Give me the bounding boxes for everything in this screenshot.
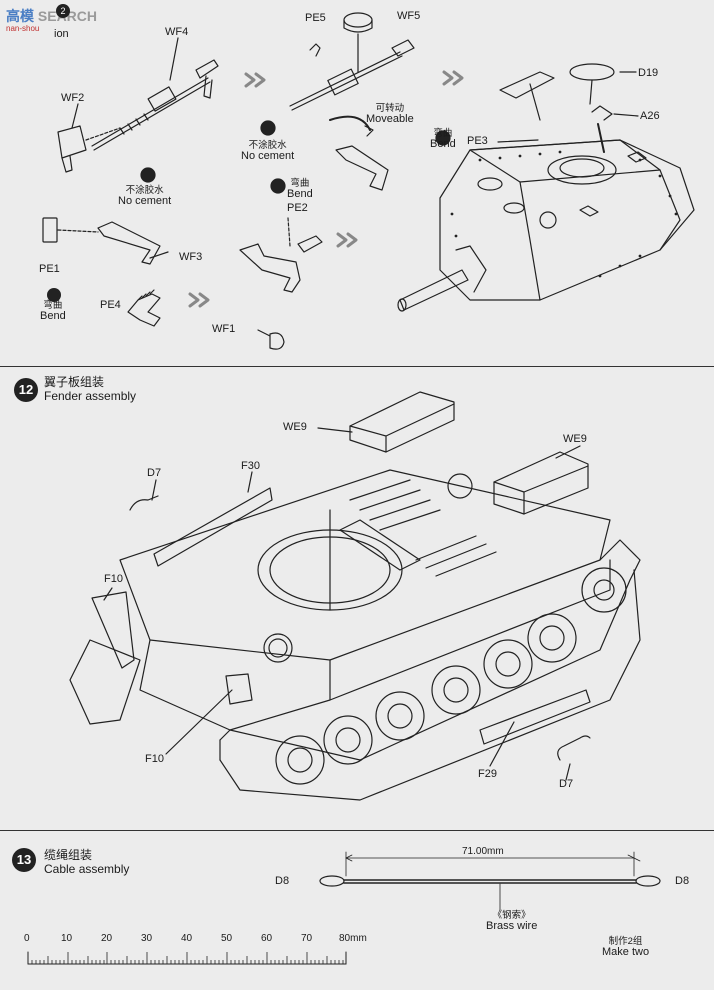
step-badge-top: 2 <box>56 4 70 18</box>
section-divider-1 <box>0 366 714 367</box>
ruler-label-30: 30 <box>141 933 153 944</box>
bend-note-pe2: 弯曲 Bend <box>287 178 313 200</box>
no-cement-note-2: 不涂胶水 No cement <box>241 140 295 162</box>
ruler-label-70: 70 <box>301 933 313 944</box>
bend-note-pe3: 弯曲 Bend <box>430 128 456 150</box>
make-two-note: 制作2组 Make two <box>602 936 650 958</box>
brass-wire-label: 《钢索》 Brass wire <box>486 910 538 932</box>
step-title-13: 缆绳组装 Cable assembly <box>44 848 130 876</box>
cable-length-label: 71.00mm <box>462 846 504 857</box>
ruler-label-60: 60 <box>261 933 273 944</box>
part-label-wf1: WF1 <box>212 323 236 335</box>
bend-note-pe4: 弯曲 Bend <box>40 300 66 322</box>
part-label-a26: A26 <box>640 110 660 122</box>
ruler-label-50: 50 <box>221 933 233 944</box>
step-number-12: 12 <box>14 378 38 402</box>
part-label-d8-left: D8 <box>275 875 290 887</box>
part-label-we9-right: WE9 <box>563 433 587 445</box>
wf5-gun-drawing <box>289 12 415 191</box>
part-label-d7-bottom: D7 <box>559 778 574 790</box>
turret-drawing <box>397 63 695 312</box>
part-label-f30: F30 <box>241 460 260 472</box>
moveable-note: 可转动 Moveable <box>366 103 414 125</box>
watermark-logo: 高模 SEARCH nan-shou <box>6 8 97 33</box>
part-label-d8-right: D8 <box>675 875 690 887</box>
no-cement-note: 不涂胶水 No cement <box>118 185 172 207</box>
ruler-label-80mm: 80mm <box>339 933 367 944</box>
part-label-wf3: WF3 <box>179 251 203 263</box>
part-label-f29: F29 <box>478 768 497 780</box>
step-number-13: 13 <box>12 848 36 872</box>
part-label-wf2: WF2 <box>61 92 85 104</box>
part-label-f10-top: F10 <box>104 573 123 585</box>
part-label-pe4: PE4 <box>100 299 121 311</box>
part-label-pe3: PE3 <box>467 135 488 147</box>
ruler-label-20: 20 <box>101 933 113 944</box>
bend-icon-pe4 <box>47 288 61 302</box>
part-label-pe5: PE5 <box>305 12 326 24</box>
part-label-d19: D19 <box>638 67 659 79</box>
part-label-wf4: WF4 <box>165 26 189 38</box>
part-label-wf5: WF5 <box>397 10 421 22</box>
part-label-pe1: PE1 <box>39 263 60 275</box>
hull-drawing <box>69 391 641 801</box>
part-label-d7-top: D7 <box>147 467 162 479</box>
step-title-12: 翼子板组装 Fender assembly <box>44 375 137 403</box>
top-label: ion <box>54 28 69 40</box>
ruler-label-0: 0 <box>24 933 30 944</box>
ruler-label-40: 40 <box>181 933 193 944</box>
ruler-label-10: 10 <box>61 933 73 944</box>
part-label-we9-left: WE9 <box>283 421 307 433</box>
part-label-f10-bottom: F10 <box>145 753 164 765</box>
section-divider-2 <box>0 830 714 831</box>
part-label-pe2: PE2 <box>287 202 308 214</box>
wf2-bracket-drawing <box>57 125 121 173</box>
wf4-gun-drawing <box>91 59 219 151</box>
ruler-ticks <box>27 952 347 964</box>
